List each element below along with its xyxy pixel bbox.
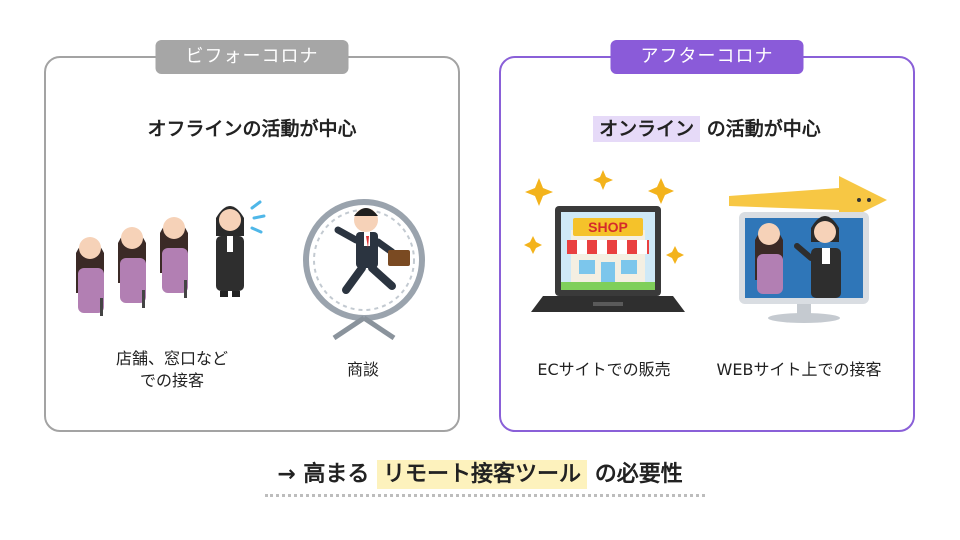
after-corona-tag: アフターコロナ: [610, 40, 804, 74]
customer-figure-1: [76, 237, 104, 316]
sweat-marks: [250, 200, 266, 234]
store-counter-illustration: [76, 200, 266, 316]
conclusion-message: → 高まる リモート接客ツール の必要性: [277, 460, 683, 489]
dotted-underline: [265, 494, 705, 497]
before-corona-panel: ビフォーコロナ オフラインの活動が中心: [44, 40, 460, 432]
remote-tool-highlight: リモート接客ツール: [377, 460, 588, 489]
operator-figure: [794, 216, 841, 298]
before-heading: オフラインの活動が中心: [147, 118, 357, 140]
customer-figure-3: [160, 217, 188, 298]
web-reception-monitor-illustration: [729, 176, 887, 323]
sparkle-icon: [524, 170, 684, 264]
online-highlight: オンライン: [593, 116, 701, 142]
arrow-right-icon: →: [277, 462, 296, 487]
before-corona-tag: ビフォーコロナ: [155, 40, 349, 74]
customer-figure-2: [118, 227, 146, 308]
businessman-figure: [334, 208, 410, 294]
after-corona-panel: アフターコロナ オンライン の活動が中心 SHOP: [499, 40, 915, 432]
hamster-wheel-businessman-illustration: [303, 199, 425, 340]
store-counter-caption: 店舗、窓口など での接客: [115, 349, 228, 390]
shop-awning: [567, 240, 649, 254]
web-reception-caption: WEBサイト上での接客: [716, 360, 882, 379]
business-meeting-caption: 商談: [346, 360, 379, 379]
staff-figure: [216, 206, 244, 297]
ec-site-caption: ECサイトでの販売: [537, 360, 671, 379]
shop-sign-text: SHOP: [588, 219, 628, 235]
ec-site-laptop-illustration: SHOP: [524, 170, 685, 312]
after-heading: オンライン の活動が中心: [501, 114, 913, 142]
customer-figure: [755, 223, 783, 294]
